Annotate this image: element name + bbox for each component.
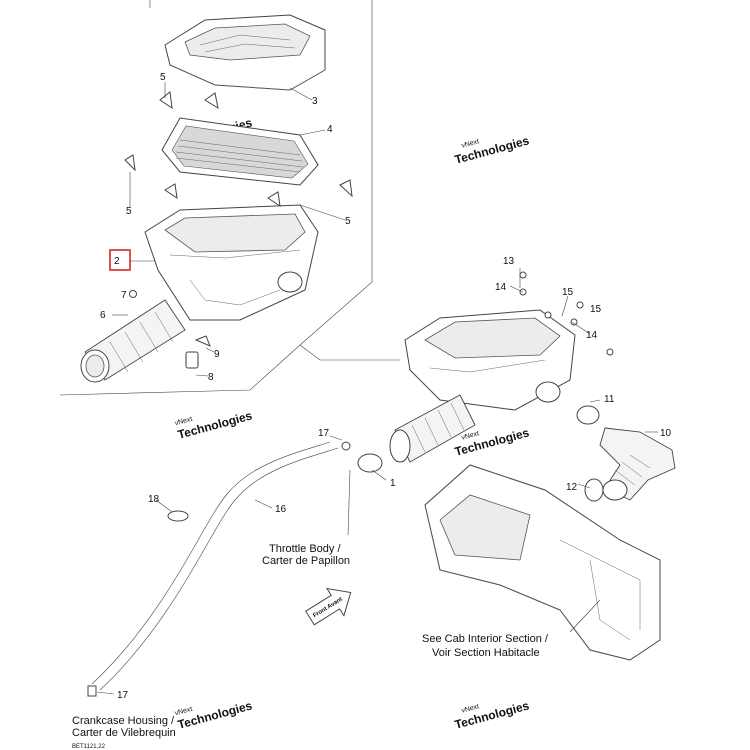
svg-text:vNext: vNext bbox=[461, 703, 480, 714]
airbox-cover bbox=[164, 14, 326, 91]
part-number-4: 4 bbox=[327, 124, 333, 135]
caption-cab-interior-en: See Cab Interior Section / bbox=[422, 633, 549, 645]
intake-tube-left bbox=[80, 299, 186, 383]
clamp-1 bbox=[357, 453, 383, 473]
caption-crankcase-en: Crankcase Housing / bbox=[72, 715, 175, 727]
part-number-15a: 15 bbox=[562, 287, 574, 298]
svg-text:vNext: vNext bbox=[174, 706, 193, 717]
part-number-2: 2 bbox=[114, 256, 120, 267]
part-number-14a: 14 bbox=[495, 282, 507, 293]
svg-text:Technologies: Technologies bbox=[453, 133, 531, 166]
leader-lines bbox=[96, 82, 658, 695]
small-hardware-left bbox=[124, 91, 353, 369]
svg-text:vNext: vNext bbox=[174, 416, 193, 427]
clamp-12 bbox=[584, 478, 604, 502]
svg-text:Technologies: Technologies bbox=[176, 408, 254, 441]
cab-interior-bracket bbox=[424, 464, 661, 661]
clamp-11 bbox=[576, 405, 600, 425]
part-number-15b: 15 bbox=[590, 304, 602, 315]
air-filter bbox=[161, 117, 319, 186]
part-number-18: 18 bbox=[148, 494, 160, 505]
svg-text:vNext: vNext bbox=[461, 430, 480, 441]
svg-text:Technologies: Technologies bbox=[176, 698, 254, 731]
caption-crankcase-fr: Carter de Vilebrequin bbox=[72, 727, 176, 739]
part-number-10: 10 bbox=[660, 428, 672, 439]
assembled-airbox bbox=[404, 309, 576, 411]
breather-hose bbox=[87, 441, 351, 697]
part-number-5a: 5 bbox=[160, 72, 166, 83]
part-number-1: 1 bbox=[390, 478, 396, 489]
grommet-18 bbox=[167, 510, 189, 522]
part-number-8: 8 bbox=[208, 372, 214, 383]
caption-throttle-body-fr: Carter de Papillon bbox=[262, 555, 350, 567]
part-number-6: 6 bbox=[100, 310, 106, 321]
part-number-11: 11 bbox=[604, 394, 615, 405]
part-number-5c: 5 bbox=[345, 216, 351, 227]
svg-text:Technologies: Technologies bbox=[453, 698, 531, 731]
part-number-16: 16 bbox=[275, 504, 287, 515]
caption-cab-interior-fr: Voir Section Habitacle bbox=[432, 647, 540, 659]
front-arrow: Front Avant bbox=[305, 587, 352, 626]
reference-code: BET1121.22 bbox=[72, 744, 106, 750]
part-number-13: 13 bbox=[503, 256, 515, 267]
intake-tube-right bbox=[389, 394, 476, 463]
caption-throttle-body-en: Throttle Body / bbox=[269, 543, 341, 555]
selected-part-highlight bbox=[109, 249, 131, 271]
part-number-5b: 5 bbox=[126, 206, 132, 217]
part-number-7: 7 bbox=[121, 290, 127, 301]
svg-text:vNext: vNext bbox=[461, 138, 480, 149]
part-number-14b: 14 bbox=[586, 330, 598, 341]
airbox-base bbox=[144, 204, 319, 321]
part-number-9: 9 bbox=[214, 349, 220, 360]
part-number-17b: 17 bbox=[117, 690, 129, 701]
part-number-12: 12 bbox=[566, 482, 578, 493]
part-number-3: 3 bbox=[312, 96, 318, 107]
part-number-17a: 17 bbox=[318, 428, 330, 439]
subview-boundary bbox=[59, 0, 400, 396]
